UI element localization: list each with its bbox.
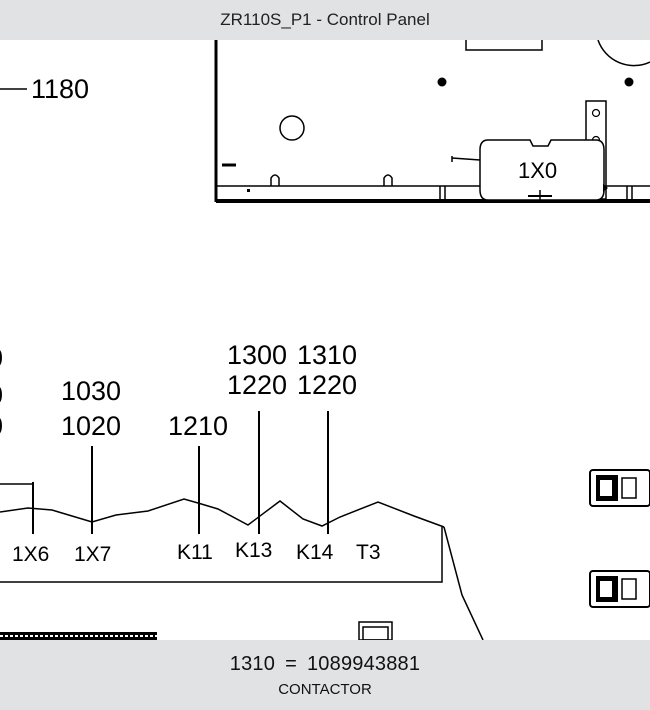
label-1220-a: 1220 <box>227 370 287 400</box>
wiring-diagram: 1180 1X0 1030 1020 1210 1300 1220 1310 1… <box>0 40 650 640</box>
part-number: 1089943881 <box>306 652 421 675</box>
info-footer: 1310 = 1089943881 CONTACTOR <box>0 640 650 710</box>
label-k14: K14 <box>296 541 334 564</box>
connector-top <box>589 469 650 507</box>
connector-bottom <box>589 570 650 608</box>
label-k11: K11 <box>177 541 213 564</box>
window-title: ZR110S_P1 - Control Panel <box>0 0 650 40</box>
part-code-line: 1310 = 1089943881 <box>230 653 420 676</box>
label-edge-3: 0 <box>0 411 3 441</box>
top-bracket <box>465 40 543 51</box>
label-1x0: 1X0 <box>518 158 557 183</box>
top-arc <box>597 40 650 67</box>
label-k13: K13 <box>235 539 272 562</box>
label-1180: 1180 <box>31 74 89 104</box>
terminal-1x0 <box>479 139 605 201</box>
label-1020: 1020 <box>61 411 121 441</box>
label-1220-b: 1220 <box>297 370 357 400</box>
terminal-strip <box>0 632 157 640</box>
label-edge-1: 0 <box>0 343 3 373</box>
label-1030: 1030 <box>61 376 121 406</box>
label-t3: T3 <box>356 541 381 564</box>
bus-box <box>0 527 443 583</box>
equals-sign: = <box>285 652 297 675</box>
mounting-hole <box>279 115 305 141</box>
control-box-outline <box>214 40 650 203</box>
label-1210: 1210 <box>168 411 228 441</box>
label-1300: 1300 <box>227 340 287 370</box>
label-1x6: 1X6 <box>12 543 49 566</box>
label-1x7: 1X7 <box>74 543 111 566</box>
label-1310: 1310 <box>297 340 357 370</box>
diagram-viewport[interactable]: 1180 1X0 1030 1020 1210 1300 1220 1310 1… <box>0 40 650 640</box>
wiring-trace <box>0 498 445 528</box>
part-description: CONTACTOR <box>278 680 372 698</box>
position-code: 1310 <box>229 652 276 675</box>
label-edge-2: 0 <box>0 380 3 410</box>
